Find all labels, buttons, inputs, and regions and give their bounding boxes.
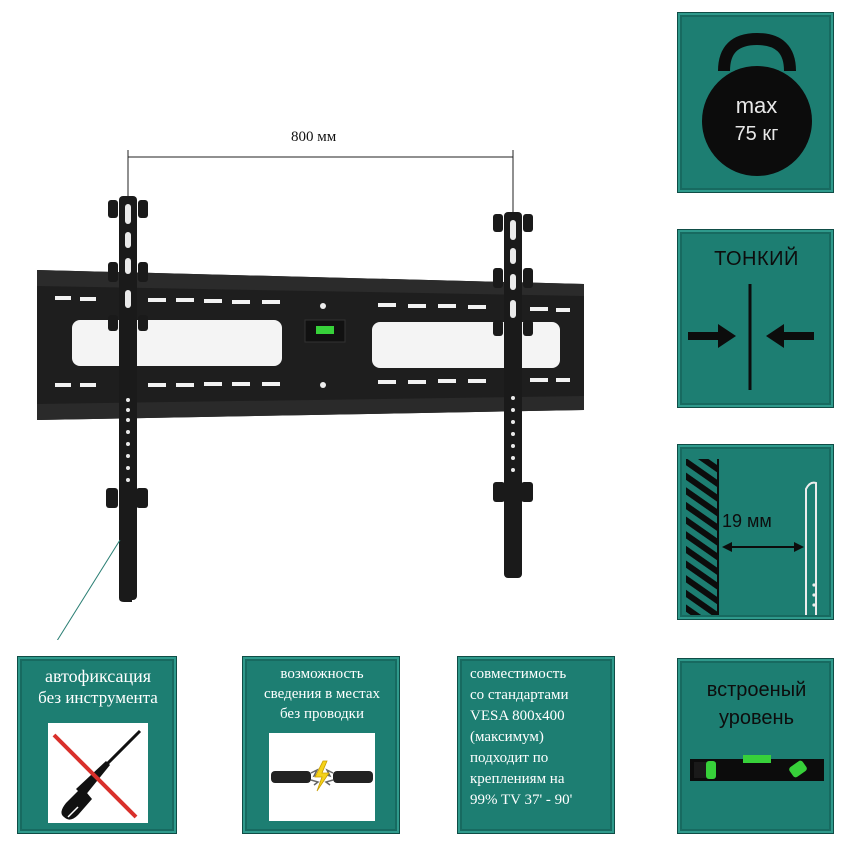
feature-2-line3: без проводки: [280, 706, 364, 722]
thin-profile-badge: ТОНКИЙ: [677, 229, 834, 408]
wall-plate: [37, 270, 584, 420]
feature-vesa-compatibility: совместимость со стандартами VESA 800x40…: [457, 656, 615, 834]
width-dimension-label: 800 мм: [291, 129, 337, 145]
compress-arrows-icon: [688, 284, 814, 390]
built-in-level-badge: встроеный уровень: [677, 658, 834, 834]
level-line2: уровень: [718, 707, 794, 729]
feature-3-line1: совместимость: [470, 666, 567, 682]
feature-3-line4: (максимум): [470, 729, 544, 745]
feature-2-line1: возможность: [280, 666, 364, 682]
feature-2-line2: сведения в местах: [263, 686, 380, 702]
tv-wall-bracket-image: [37, 150, 584, 640]
feature-3-line3: VESA 800x400: [470, 708, 565, 724]
max-weight-badge: max 75 кг: [677, 12, 834, 193]
wall-distance-icon: [686, 459, 817, 615]
width-dimension-line: [127, 150, 514, 212]
feature-3-line5: подходит по: [470, 750, 549, 766]
spirit-level-icon: [690, 755, 824, 781]
wall-distance-label: 19 мм: [722, 511, 772, 531]
callout-line: [56, 539, 121, 640]
right-hanging-arm: [493, 212, 533, 578]
feature-3-line2: со стандартами: [470, 687, 569, 703]
broken-wire-icon: [269, 733, 375, 821]
kettlebell-icon: [702, 33, 812, 176]
no-screwdriver-icon: [48, 723, 148, 823]
max-weight-line1: max: [735, 93, 778, 118]
feature-3-line6: креплениям на: [470, 771, 565, 787]
feature-tool-free-lock: автофиксация без инструмента: [17, 656, 177, 834]
feature-3-line7: 99% TV 37' - 90': [470, 792, 573, 808]
wall-distance-badge: 19 мм: [677, 444, 834, 620]
max-weight-line2: 75 кг: [734, 123, 779, 145]
level-line1: встроеный: [706, 679, 807, 701]
feature-1-line2: без инструмента: [38, 688, 158, 707]
thin-label: ТОНКИЙ: [714, 248, 799, 270]
feature-avoid-wiring: возможность сведения в местах без провод…: [242, 656, 400, 834]
feature-1-line1: автофиксация: [44, 666, 151, 686]
